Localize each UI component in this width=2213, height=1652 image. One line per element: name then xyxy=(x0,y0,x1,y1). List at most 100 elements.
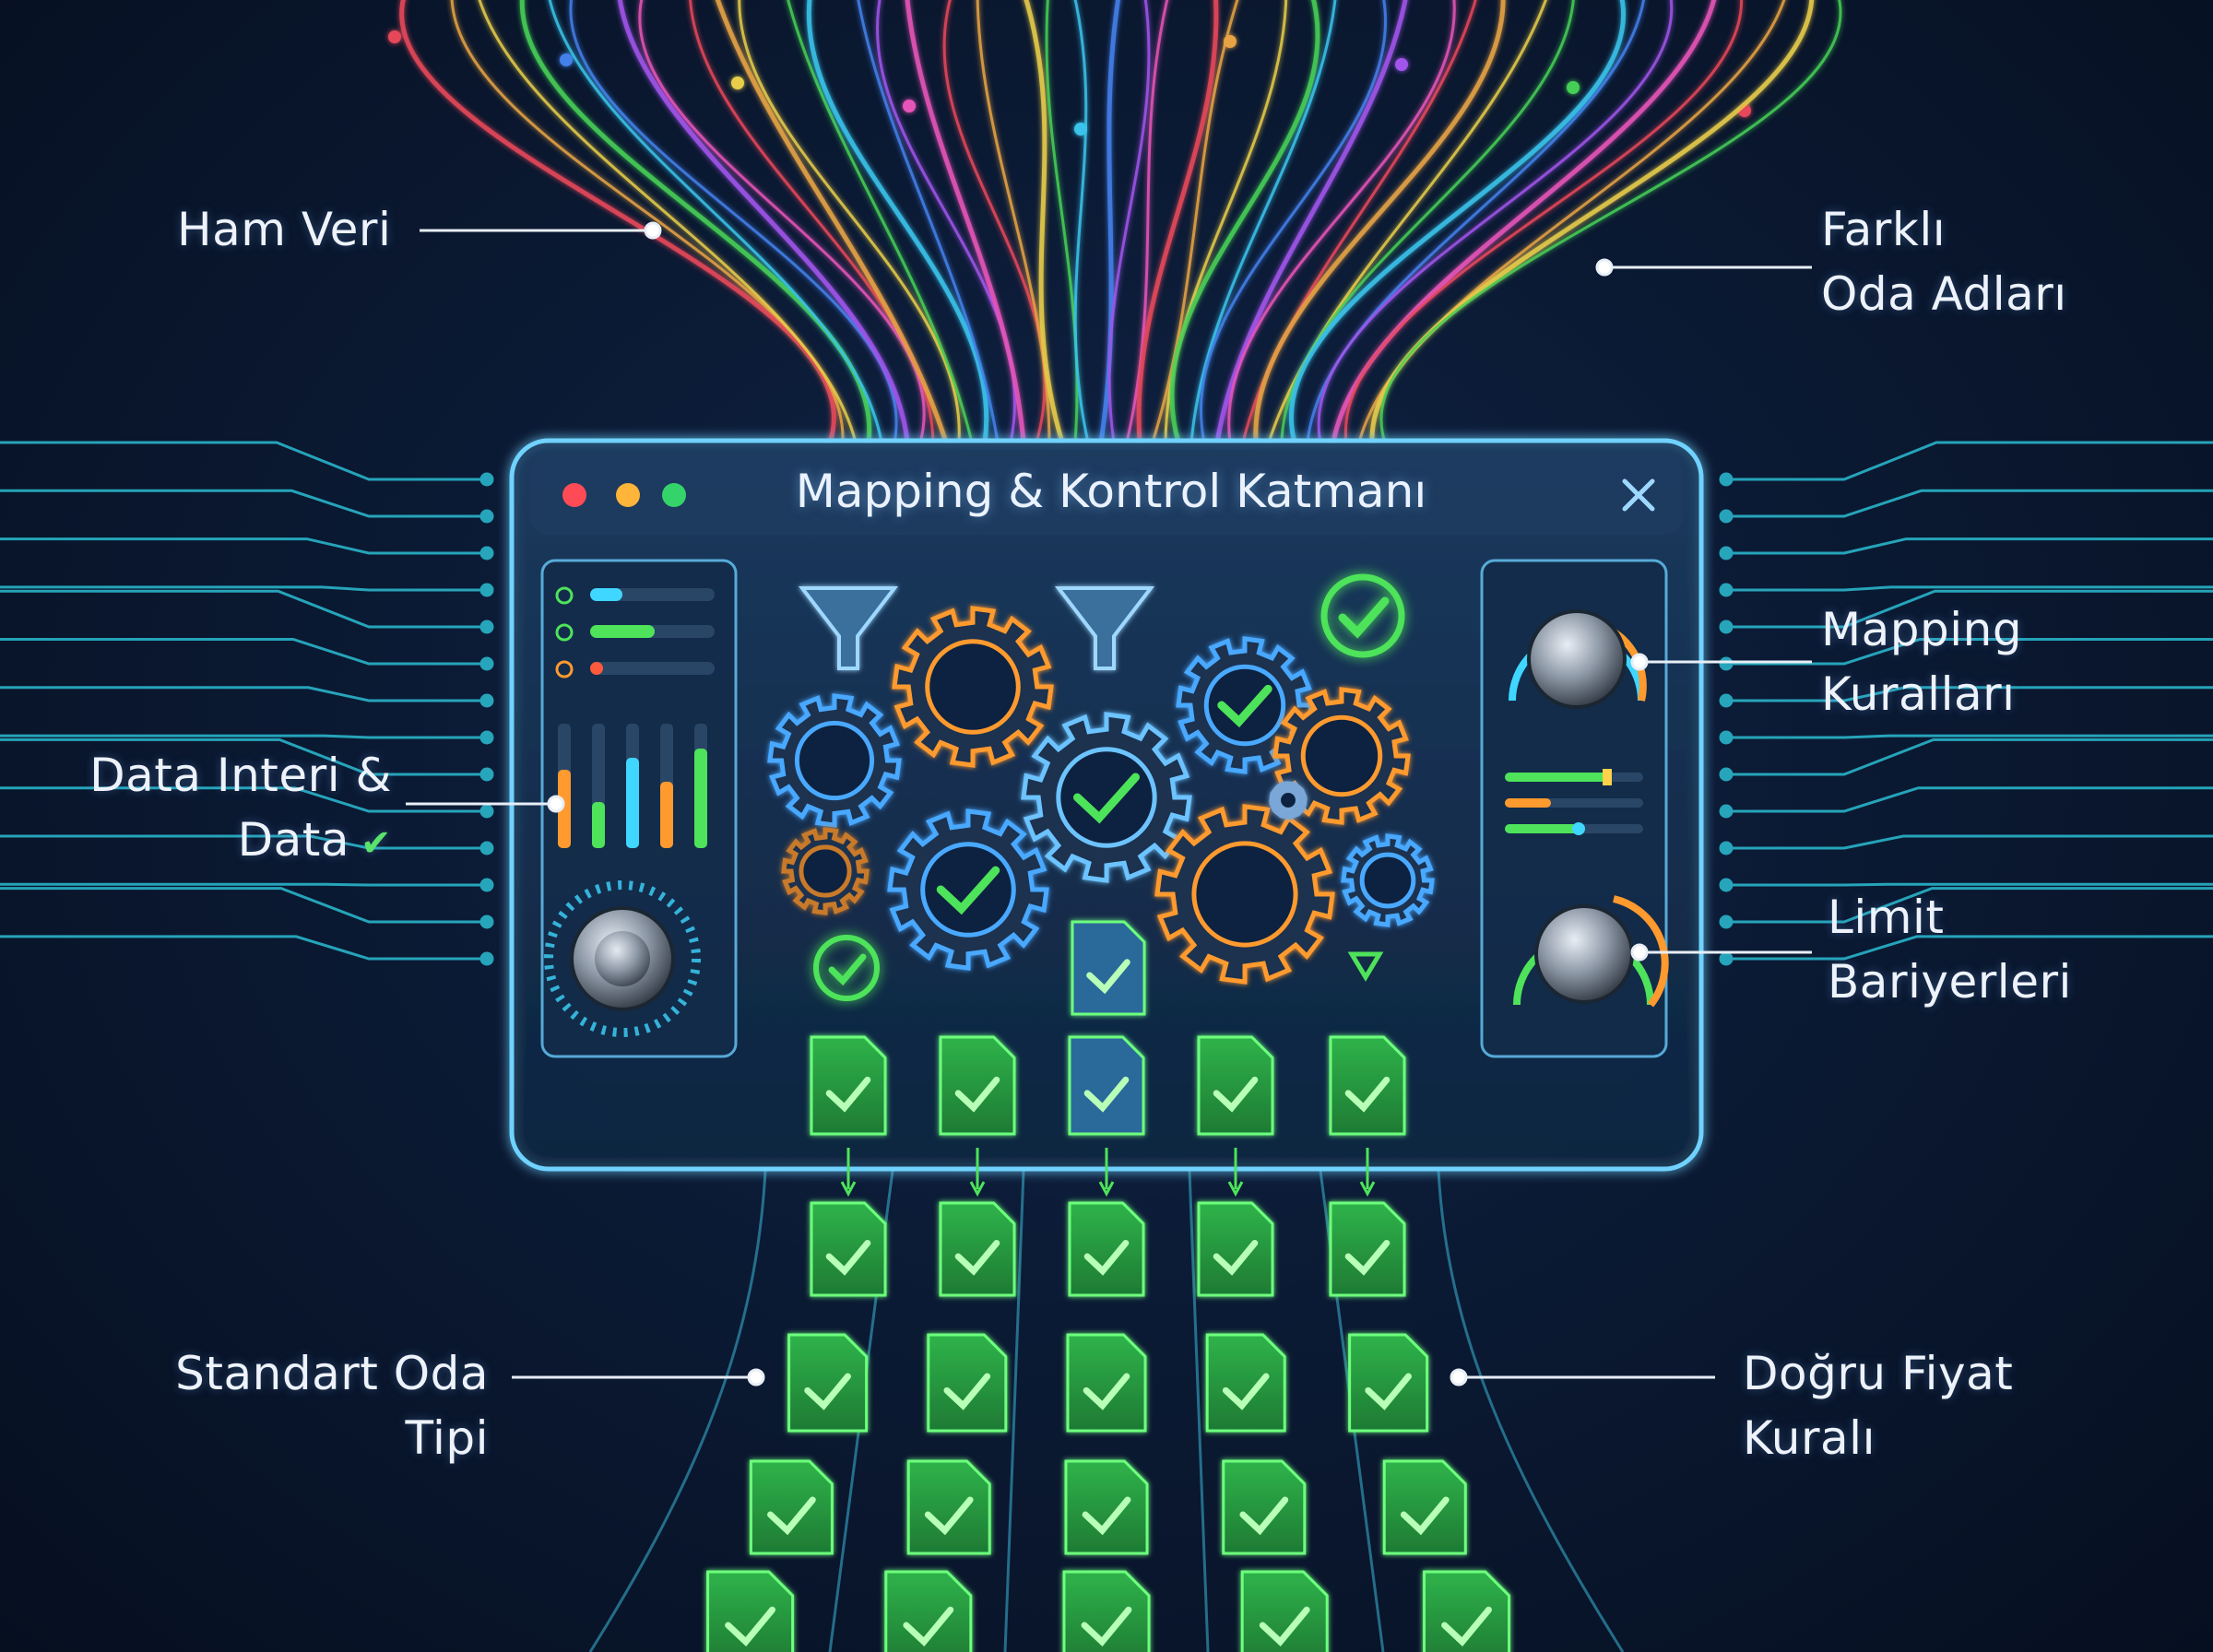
data-stream xyxy=(1151,0,1239,443)
circuit-trace xyxy=(1726,887,2213,924)
circuit-trace xyxy=(1726,786,2213,813)
document-check-icon xyxy=(1222,1459,1307,1555)
check-icon xyxy=(1320,573,1405,658)
circuit-trace xyxy=(1726,734,2213,739)
right-control-panel xyxy=(1480,559,1669,1058)
circuit-node xyxy=(479,804,494,819)
circuit-node xyxy=(1719,914,1734,929)
level-bars xyxy=(558,724,707,848)
check-icon xyxy=(1082,1496,1131,1536)
circuit-trace xyxy=(0,589,487,629)
check-icon xyxy=(1400,1496,1450,1536)
data-stream xyxy=(1344,0,1743,443)
data-stream xyxy=(738,0,961,443)
data-stream xyxy=(450,0,845,443)
circuit-node xyxy=(1719,951,1734,966)
check-icon xyxy=(1365,1373,1412,1410)
funnel-icon xyxy=(798,586,899,670)
circuit-node xyxy=(479,509,494,524)
circuit-trace xyxy=(0,585,487,592)
circuit-trace xyxy=(1726,585,2213,592)
document-check-icon xyxy=(939,1201,1016,1297)
check-icon xyxy=(825,1239,871,1276)
check-icon xyxy=(1344,1239,1391,1276)
label-standart-oda-tipi: Standart Oda Tipi xyxy=(175,1347,489,1465)
circuit-node xyxy=(479,914,494,929)
document-check-icon xyxy=(1071,920,1146,1016)
data-stream xyxy=(1169,0,1320,443)
circuit-trace xyxy=(0,686,487,702)
circuit-node xyxy=(1719,583,1734,597)
check-icon xyxy=(936,866,1000,915)
label-ham-veri: Ham Veri xyxy=(177,203,392,256)
circuit-node xyxy=(479,472,494,487)
document-check-icon xyxy=(1348,1333,1429,1433)
label-mapping-kurallari: Mapping Kuralları xyxy=(1821,603,2023,721)
circuit-node xyxy=(479,767,494,782)
data-stream xyxy=(1317,0,1674,443)
gear-icon xyxy=(1272,687,1411,825)
document-check-icon xyxy=(1382,1459,1467,1555)
check-icon xyxy=(954,1076,1000,1113)
circuit-trace xyxy=(0,935,487,961)
document-check-icon xyxy=(810,1035,887,1136)
document-check-icon xyxy=(1064,1459,1149,1555)
circuit-trace xyxy=(0,734,487,739)
document-check-icon xyxy=(1329,1035,1406,1136)
data-stream xyxy=(1357,0,1786,443)
data-stream xyxy=(1200,0,1387,443)
check-icon xyxy=(903,1606,954,1647)
check-icon xyxy=(1083,1373,1130,1410)
data-stream xyxy=(638,0,926,443)
document-check-icon xyxy=(1205,1333,1286,1433)
circuit-node xyxy=(479,878,494,892)
data-stream xyxy=(905,0,1026,443)
label-farkli-oda-adlari: Farklı Oda Adları xyxy=(1821,203,2067,321)
data-stream xyxy=(569,0,898,443)
check-icon xyxy=(1259,1606,1310,1647)
data-stream xyxy=(942,0,1047,443)
data-stream xyxy=(1227,0,1456,443)
knob-icon xyxy=(1513,895,1669,1008)
circuit-trace xyxy=(1726,589,2213,629)
check-icon xyxy=(1213,1076,1259,1113)
data-stream xyxy=(857,0,1000,443)
data-stream xyxy=(1289,0,1626,443)
circuit-trace xyxy=(0,786,487,813)
circuit-trace xyxy=(1726,489,2213,518)
circuit-trace xyxy=(1726,537,2213,555)
stream-node xyxy=(1567,81,1580,94)
check-icon xyxy=(1081,1606,1132,1647)
document-check-icon xyxy=(706,1570,795,1652)
data-stream xyxy=(787,0,974,443)
circuit-trace xyxy=(1726,935,2213,961)
circuit-trace xyxy=(1726,441,2213,481)
data-stream xyxy=(1267,0,1547,443)
stream-node xyxy=(903,100,916,112)
check-icon xyxy=(1086,959,1130,995)
window-title: Mapping & Kontrol Katmanı xyxy=(795,465,1427,518)
document-check-icon xyxy=(749,1459,834,1555)
data-stream xyxy=(1073,0,1090,443)
circuit-trace xyxy=(0,537,487,555)
circuit-trace xyxy=(0,882,487,887)
circuit-lines xyxy=(0,441,2213,966)
check-icon xyxy=(804,1373,851,1410)
circuit-trace xyxy=(0,489,487,518)
close-dot xyxy=(562,483,586,507)
gear-icon xyxy=(1176,636,1314,774)
check-icon xyxy=(1217,684,1272,728)
document-check-icon xyxy=(1068,1201,1145,1297)
check-icon xyxy=(954,1239,1000,1276)
stream-node xyxy=(388,30,401,43)
check-icon xyxy=(1213,1239,1259,1276)
circuit-node xyxy=(479,951,494,966)
circuit-trace xyxy=(0,638,487,666)
circuit-trace xyxy=(1726,834,2213,850)
check-icon xyxy=(813,935,880,1001)
data-stream xyxy=(478,0,858,443)
funnel-icon xyxy=(1054,586,1155,670)
circuit-node xyxy=(479,620,494,634)
stream-node xyxy=(731,77,744,89)
